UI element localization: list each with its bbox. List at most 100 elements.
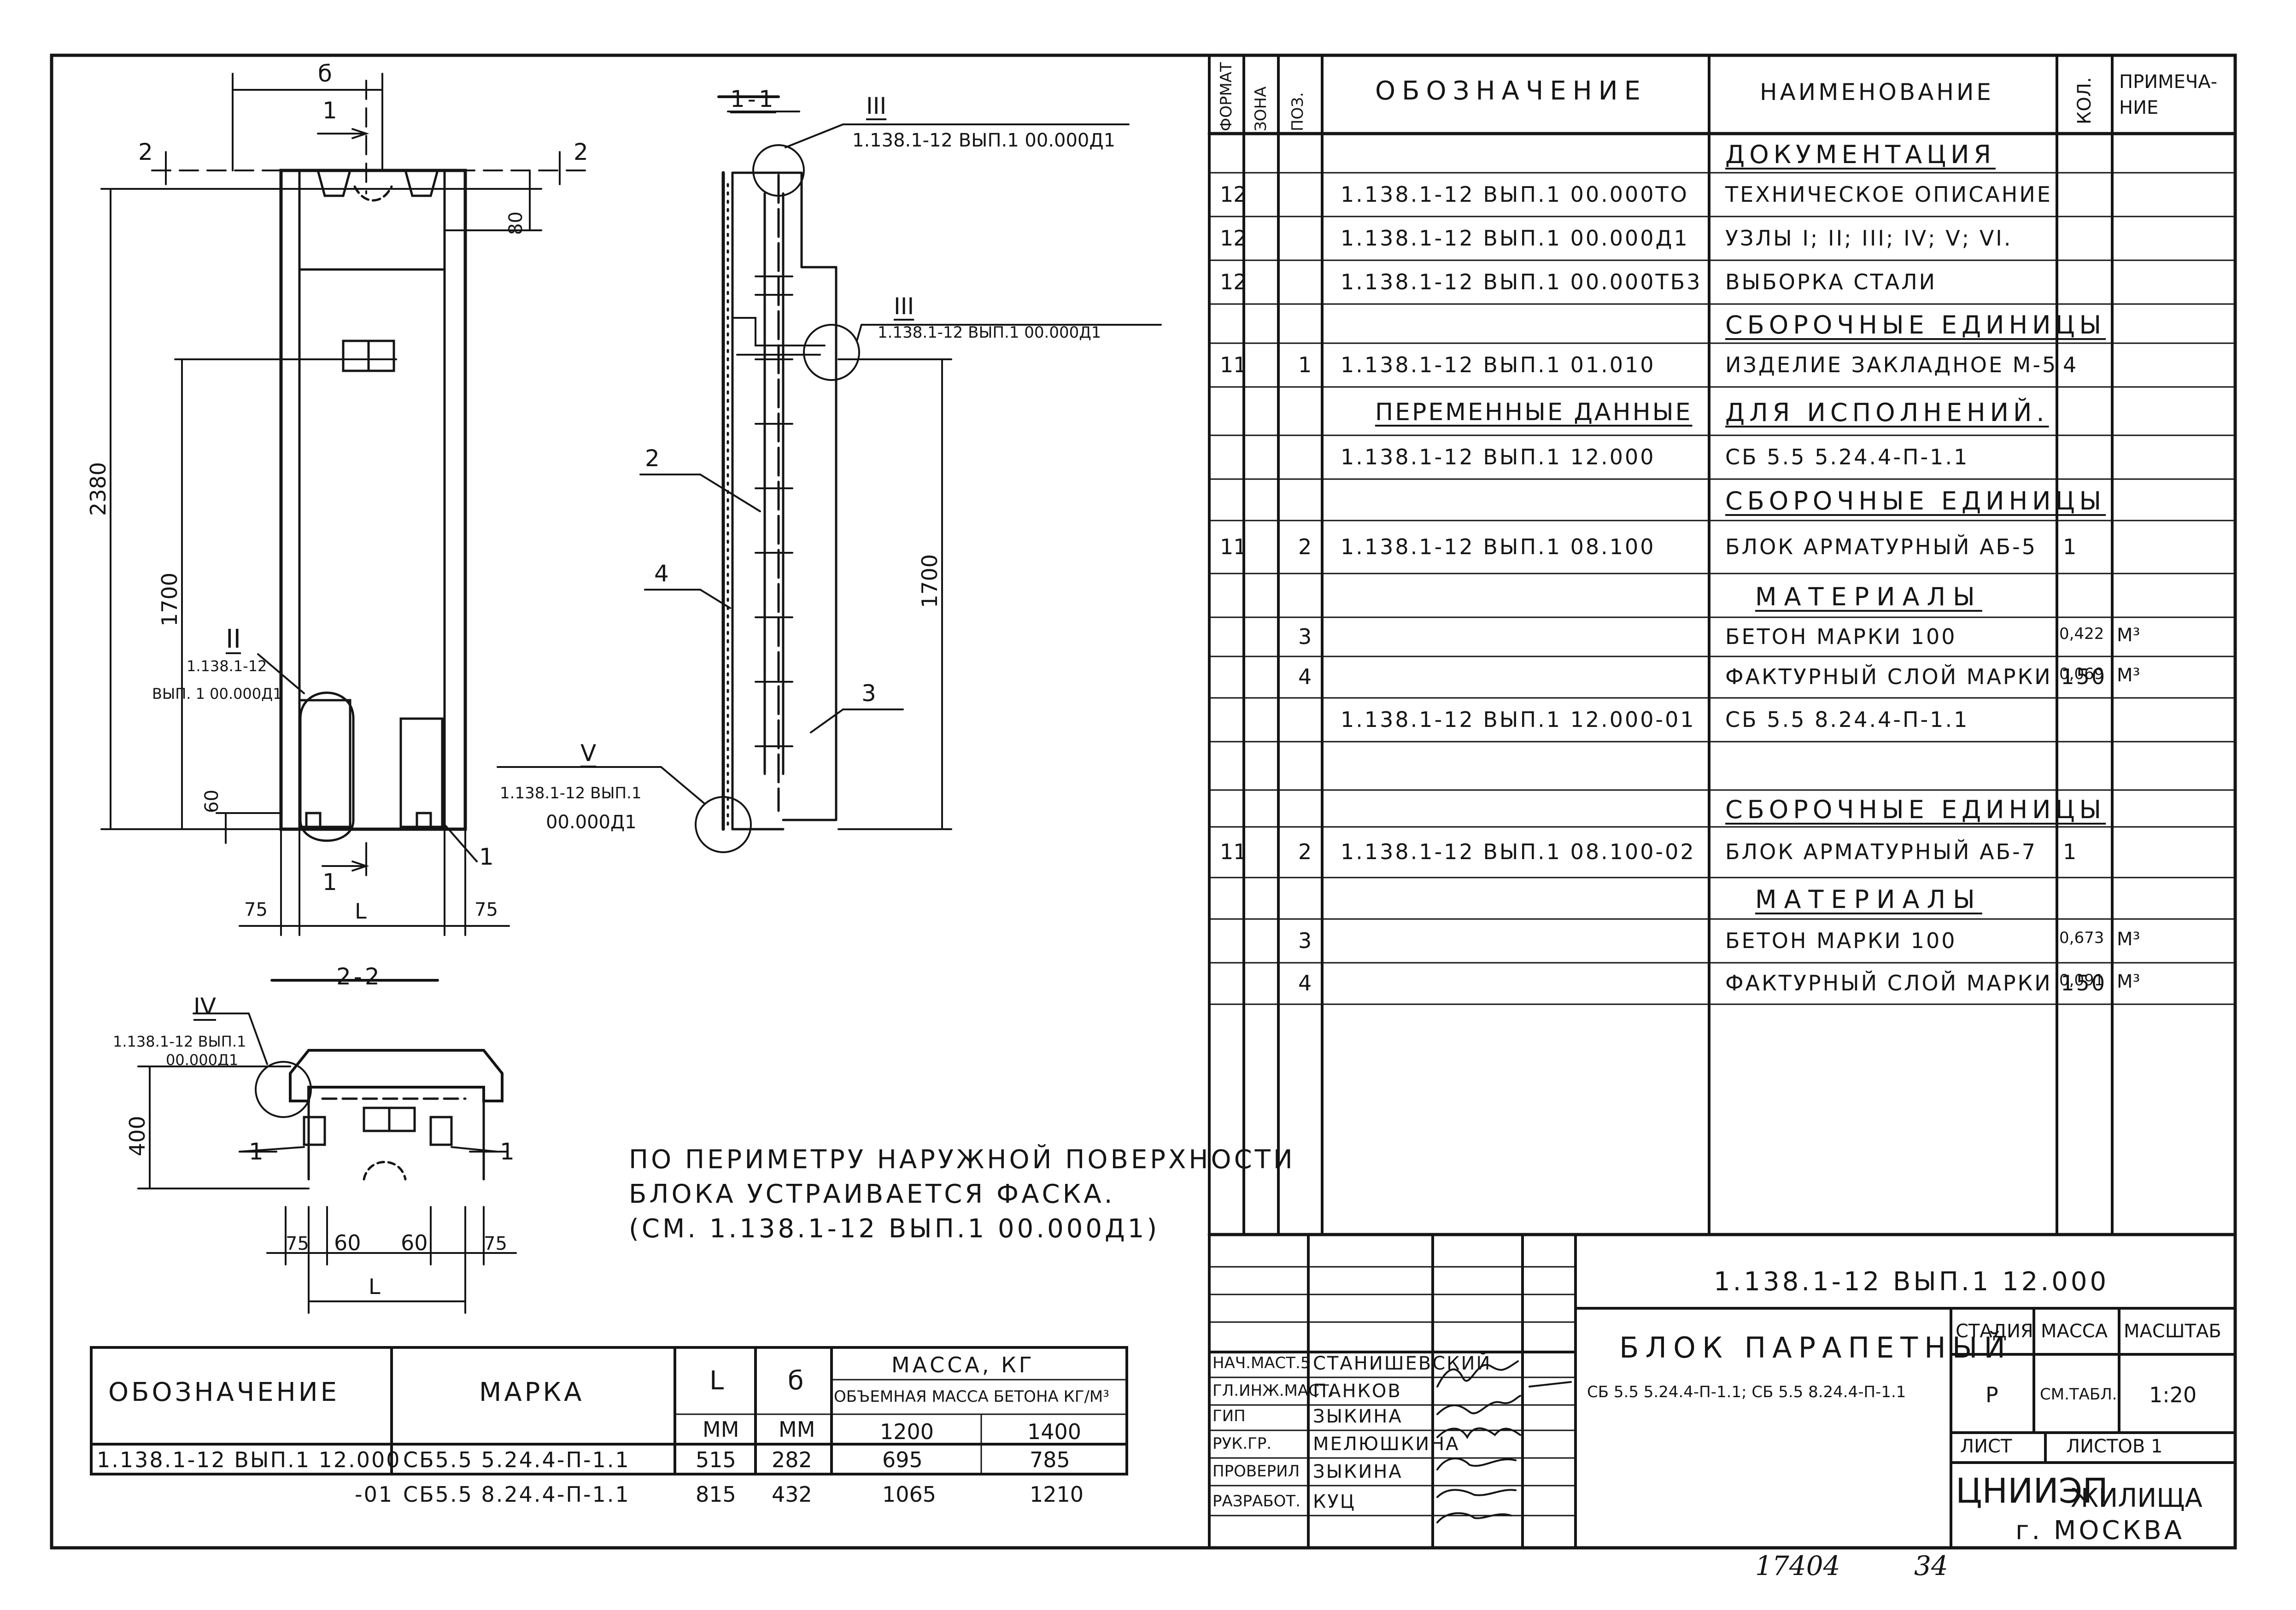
spec-cell-designation: 1.138.1-12 ВЫП.1 12.000-01: [1341, 707, 1696, 732]
mass-row-b: 282: [772, 1447, 812, 1472]
spec-cell-qty: 1: [2063, 534, 2077, 559]
section-2-2-dim-60-left: 60: [334, 1230, 361, 1255]
title-block-grid: [1207, 1233, 2237, 1549]
spec-cell-position: 4: [1298, 971, 1312, 995]
note-line-1: ПО ПЕРИМЕТРУ НАРУЖНОЙ ПОВЕРХНОСТИ: [629, 1145, 1295, 1175]
role-label: НАЧ.МАСТ.5: [1212, 1354, 1311, 1372]
role-person: КУЦ: [1313, 1491, 1356, 1512]
mass-header: МАССА: [2041, 1321, 2108, 1342]
section-2-2-dim-400: 400: [125, 1116, 150, 1156]
spec-header-zone: ЗОНА: [1252, 86, 1270, 131]
spec-cell-qty: 4: [2063, 352, 2077, 377]
spec-cell-note: М³: [2117, 971, 2140, 992]
spec-cell-note: М³: [2117, 928, 2140, 950]
spec-cell-designation: 1.138.1-12 ВЫП.1 08.100: [1341, 534, 1656, 559]
position-3-label: 3: [861, 680, 876, 707]
organization-name: ЖИЛИЩА: [2071, 1483, 2202, 1513]
mass-row-mark: СБ5.5 5.24.4-П-1.1: [403, 1447, 630, 1472]
spec-cell-name: БЕТОН МАРКИ 100: [1725, 928, 1957, 953]
spec-header-note: ПРИМЕЧА- НИЕ: [2119, 71, 2218, 118]
dim-80: 80: [505, 211, 527, 235]
spec-cell-designation: ПЕРЕМЕННЫЕ ДАННЫЕ: [1375, 398, 1693, 426]
dim-1700: 1700: [157, 572, 182, 626]
spec-cell-name: ДОКУМЕНТАЦИЯ: [1725, 140, 1996, 169]
spec-cell-name: МАТЕРИАЛЫ: [1755, 582, 1982, 611]
sheets-label: ЛИСТОВ 1: [2066, 1436, 2163, 1457]
spec-cell-designation: 1.138.1-12 ВЫП.1 00.000ТО: [1341, 181, 1689, 207]
mass-table-sublines: [90, 1379, 1128, 1475]
section-2-2-dim-75-left: 75: [286, 1233, 309, 1254]
front-elevation-dims: [100, 73, 591, 936]
section-2-2-dim-75-right: 75: [484, 1233, 507, 1254]
mass-table-header-designation: ОБОЗНАЧЕНИЕ: [108, 1377, 340, 1407]
node-III-top-ref: 1.138.1-12 ВЫП.1 00.000Д1: [852, 130, 1116, 151]
spec-cell-qty: 1: [2063, 839, 2077, 864]
section-cut-1-top: 1: [322, 97, 337, 124]
section-2-2-dim-60-right: 60: [401, 1230, 428, 1255]
node-III-top-label: III: [866, 93, 887, 119]
spec-header-format: ФОРМАТ: [1217, 62, 1236, 131]
role-person: ЗЫКИНА: [1313, 1461, 1403, 1482]
mass-value: СМ.ТАБЛ.: [2040, 1385, 2117, 1404]
position-1-elevation: 1: [479, 843, 494, 870]
node-II-label: II: [226, 624, 241, 654]
spec-cell-name: ВЫБОРКА СТАЛИ: [1725, 269, 1937, 294]
spec-cell-qty: 0,091: [2059, 971, 2104, 989]
spec-cell-format: 11: [1220, 839, 1247, 864]
section-1-1: [695, 144, 860, 853]
spec-table-grid: [1207, 54, 2237, 1236]
spec-cell-name: ФАКТУРНЫЙ СЛОЙ МАРКИ 150: [1725, 664, 2107, 689]
role-person: ЗЫКИНА: [1313, 1406, 1403, 1427]
sheet-frame: [50, 53, 2237, 1550]
spec-cell-name: СБОРОЧНЫЕ ЕДИНИЦЫ: [1725, 486, 2106, 515]
section-2-2: [255, 1049, 504, 1181]
section-1-1-title: 1-1: [730, 86, 776, 112]
dim-75-left: 75: [244, 899, 268, 920]
position-1-left: 1: [249, 1138, 264, 1165]
mass-table-header-b: б: [788, 1366, 804, 1396]
spec-cell-name: ИЗДЕЛИЕ ЗАКЛАДНОЕ М-5: [1725, 352, 2058, 377]
mass-row-mass-1200: 1065: [882, 1482, 937, 1507]
spec-cell-name: ФАКТУРНЫЙ СЛОЙ МАРКИ 150: [1725, 971, 2107, 995]
spec-cell-name: УЗЛЫ I; II; III; IV; V; VI.: [1725, 225, 2013, 251]
mass-table-mm-b: ММ: [779, 1417, 815, 1442]
node-II-ref2: ВЫП. 1 00.000Д1: [152, 685, 282, 703]
mass-row-designation: 1.138.1-12 ВЫП.1 12.000: [97, 1447, 401, 1472]
mass-table-header-L: L: [709, 1366, 724, 1396]
role-person: ПАНКОВ: [1313, 1381, 1402, 1402]
spec-cell-designation: 1.138.1-12 ВЫП.1 00.000Д1: [1341, 225, 1689, 251]
node-V-ref2: 00.000Д1: [546, 812, 637, 833]
scale-header: МАСШТАБ: [2124, 1321, 2221, 1342]
spec-cell-position: 3: [1298, 928, 1312, 953]
front-elevation: [279, 169, 467, 842]
organization-city: г. МОСКВА: [2015, 1516, 2185, 1546]
section-2-2-dims: [137, 979, 517, 1314]
section-cut-2-right: 2: [574, 139, 588, 165]
section-cut-2-left: 2: [138, 139, 153, 165]
role-label: ГЛ.ИНЖ.МАСТ.: [1212, 1382, 1334, 1400]
mass-row-mark: СБ5.5 8.24.4-П-1.1: [403, 1482, 630, 1507]
drawing-title: БЛОК ПАРАПЕТНЫЙ: [1619, 1331, 2012, 1364]
node-V-ref: 1.138.1-12 ВЫП.1: [500, 784, 642, 802]
doc-code: 1.138.1-12 ВЫП.1 12.000: [1714, 1267, 2109, 1297]
stage-header: СТАДИЯ: [1956, 1321, 2033, 1342]
spec-cell-note: М³: [2117, 624, 2140, 646]
inventory-number: 17404: [1755, 1550, 1840, 1581]
dim-L: L: [355, 899, 367, 924]
spec-cell-name: БЛОК АРМАТУРНЫЙ АБ-5: [1725, 534, 2037, 559]
spec-row-lines: [1208, 172, 2236, 1235]
spec-cell-position: 4: [1298, 664, 1312, 689]
spec-cell-position: 2: [1298, 839, 1312, 864]
spec-header-name: НАИМЕНОВАНИЕ: [1760, 79, 1994, 105]
spec-cell-qty: 0,422: [2059, 624, 2104, 643]
node-V-label: V: [580, 740, 597, 767]
mass-table-header-density: ОБЪЕМНАЯ МАССА БЕТОНА КГ/М³: [834, 1388, 1109, 1406]
role-label: РАЗРАБОТ.: [1212, 1492, 1300, 1510]
role-label: ПРОВЕРИЛ: [1212, 1462, 1300, 1481]
node-III-mid-label: III: [894, 293, 914, 320]
sheet-label: ЛИСТ: [1960, 1436, 2012, 1457]
section-cut-1-bottom: 1: [322, 869, 337, 896]
mass-table-header-1400: 1400: [1027, 1419, 1082, 1444]
mass-row-L: 815: [696, 1482, 736, 1507]
spec-cell-name: ДЛЯ ИСПОЛНЕНИЙ.: [1725, 398, 2049, 427]
